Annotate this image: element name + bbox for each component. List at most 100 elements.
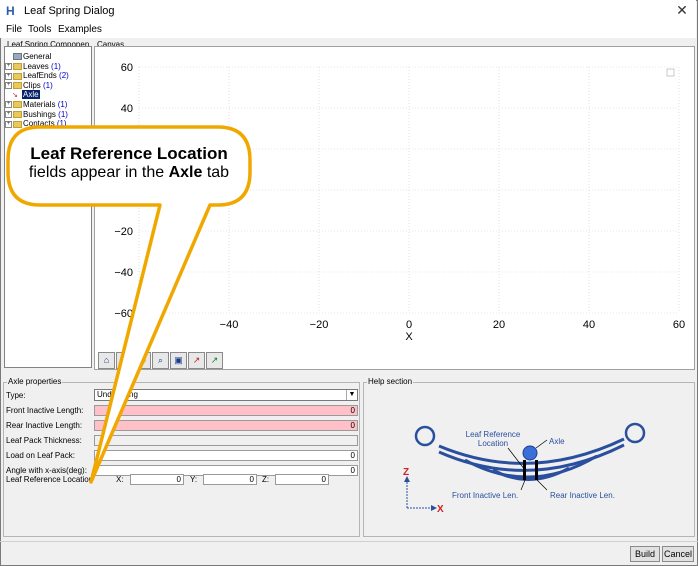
tree-item-label: Contacts xyxy=(23,119,55,129)
window-title: Leaf Spring Dialog xyxy=(24,5,115,17)
field-label-2: Leaf Pack Thickness: xyxy=(6,436,82,445)
tree-item-leaves[interactable]: + Leaves (1) xyxy=(5,62,61,72)
x-tick-label: 60 xyxy=(673,319,685,331)
tree-item-count: (1) xyxy=(51,61,61,71)
save-icon[interactable]: ▣ xyxy=(170,352,187,369)
title-bar: H Leaf Spring Dialog ✕ xyxy=(0,0,696,22)
folder-icon xyxy=(13,120,22,128)
expand-icon[interactable]: + xyxy=(5,110,12,118)
expand-icon[interactable]: + xyxy=(5,62,12,70)
folder-icon xyxy=(13,62,22,70)
tree-item-clips[interactable]: + Clips (1) xyxy=(5,81,53,91)
menu-tools[interactable]: Tools xyxy=(28,24,52,35)
app-logo-icon: H xyxy=(6,4,15,18)
callout-title: Leaf Reference Location xyxy=(30,144,228,163)
chevron-down-icon[interactable]: ▼ xyxy=(346,390,357,400)
ref-z-label: Z: xyxy=(262,475,270,484)
legend-toggle-icon[interactable] xyxy=(666,68,675,77)
tree-item-contacts[interactable]: + Contacts (1) xyxy=(5,119,67,129)
tree-item-leafends[interactable]: + LeafEnds (2) xyxy=(5,71,69,81)
canvas-group-label: Canvas xyxy=(96,40,126,49)
view-z-icon[interactable]: ↗ xyxy=(188,352,205,369)
tree-item-axle[interactable]: ↘Axle xyxy=(5,90,40,100)
component-tree[interactable]: General + Leaves (1) + LeafEnds (2) + Clips (1… xyxy=(4,46,92,368)
tree-item-count: (1) xyxy=(56,119,67,129)
x-tick-label: 40 xyxy=(583,319,595,331)
expand-icon[interactable]: + xyxy=(5,101,12,109)
field-input-2 xyxy=(94,435,358,446)
y-tick-label: 40 xyxy=(121,103,133,115)
field-label-1: Rear Inactive Length: xyxy=(6,421,83,430)
doc-icon xyxy=(13,53,22,61)
help-axle-label: Axle xyxy=(549,437,565,446)
tree-item-count: (1) xyxy=(43,80,53,90)
field-label-4: Angle with x-axis(deg): xyxy=(6,466,87,475)
axle-icon: ↘ xyxy=(12,92,18,100)
callout-body: fields appear in the Axle tab xyxy=(10,164,248,182)
help-z-axis-label: Z xyxy=(403,467,409,478)
view-y-icon[interactable]: ↗ xyxy=(206,352,223,369)
x-tick-label: 0 xyxy=(406,319,412,331)
tree-item-label: Clips xyxy=(23,80,41,90)
expand-icon[interactable]: + xyxy=(5,120,12,128)
home-icon[interactable]: ⌂ xyxy=(98,352,115,369)
y-tick-label: 60 xyxy=(121,62,133,74)
callout-text: Leaf Reference Location fields appear in… xyxy=(10,144,248,182)
tree-group-label: Leaf Spring Componen xyxy=(6,40,91,49)
field-input-1[interactable]: 0 xyxy=(94,420,358,431)
help-x-axis-label: X xyxy=(437,504,444,515)
tree-item-bushings[interactable]: +Bushings (1) xyxy=(5,110,68,120)
tree-item-label: LeafEnds xyxy=(23,71,57,81)
ref-location-label: Leaf Reference Location xyxy=(6,475,94,484)
help-diagram: Leaf Reference Location Axle Front Inact… xyxy=(365,386,693,535)
menu-file[interactable]: File xyxy=(6,24,23,35)
field-label-3: Load on Leaf Pack: xyxy=(6,451,75,460)
field-input-0[interactable]: 0 xyxy=(94,405,358,416)
help-ref-label-2: Location xyxy=(478,439,508,448)
help-rear-label: Rear Inactive Len. xyxy=(550,491,615,500)
tree-item-count: (1) xyxy=(57,100,68,109)
build-button[interactable]: Build xyxy=(630,546,660,562)
x-tick-label: −40 xyxy=(220,319,239,331)
tree-item-label: Leaves xyxy=(23,61,49,71)
y-tick-label: −20 xyxy=(114,226,133,238)
field-input-3[interactable]: 0 xyxy=(94,450,358,461)
x-tick-label: −20 xyxy=(310,319,329,331)
zoom-icon[interactable]: ⌕ xyxy=(152,352,169,369)
menu-bar: File Tools Examples xyxy=(0,22,696,38)
ref-z-input[interactable]: 0 xyxy=(275,474,329,485)
ref-y-input[interactable]: 0 xyxy=(203,474,257,485)
callout-body-suffix: tab xyxy=(202,164,230,181)
folder-icon xyxy=(13,82,22,90)
help-label: Help section xyxy=(367,377,414,386)
callout-body-prefix: fields appear in the xyxy=(28,164,169,181)
x-tick-label: 20 xyxy=(493,319,505,331)
tree-item-label: Materials xyxy=(23,100,56,109)
expand-icon[interactable]: + xyxy=(5,82,12,90)
type-label: Type: xyxy=(6,391,26,400)
tree-item-general[interactable]: General xyxy=(5,52,51,62)
help-ref-label-1: Leaf Reference xyxy=(466,430,521,439)
ref-y-label: Y: xyxy=(190,475,198,484)
axle-properties-label: Axle properties xyxy=(7,377,63,386)
close-icon[interactable]: ✕ xyxy=(676,2,688,18)
axle-marker xyxy=(522,445,538,461)
y-tick-label: −40 xyxy=(114,267,133,279)
tree-item-materials[interactable]: + Materials (1) xyxy=(5,100,67,110)
cancel-button[interactable]: Cancel xyxy=(662,546,694,562)
folder-icon xyxy=(13,101,22,109)
x-axis-label: X xyxy=(405,331,413,343)
leaf-spring-diagram: Leaf Reference Location Axle Front Inact… xyxy=(403,422,646,515)
menu-examples[interactable]: Examples xyxy=(58,24,102,35)
tree-item-count: (2) xyxy=(59,71,69,81)
folder-icon xyxy=(13,72,22,80)
ref-x-input[interactable]: 0 xyxy=(130,474,184,485)
y-tick-label: −60 xyxy=(114,308,133,320)
tree-item-label: General xyxy=(23,52,52,61)
tree-item-label: Bushings xyxy=(23,109,56,119)
bottom-divider xyxy=(0,541,698,542)
ref-x-label: X: xyxy=(116,475,124,484)
expand-icon[interactable]: + xyxy=(5,72,12,80)
field-label-0: Front Inactive Length: xyxy=(6,406,84,415)
